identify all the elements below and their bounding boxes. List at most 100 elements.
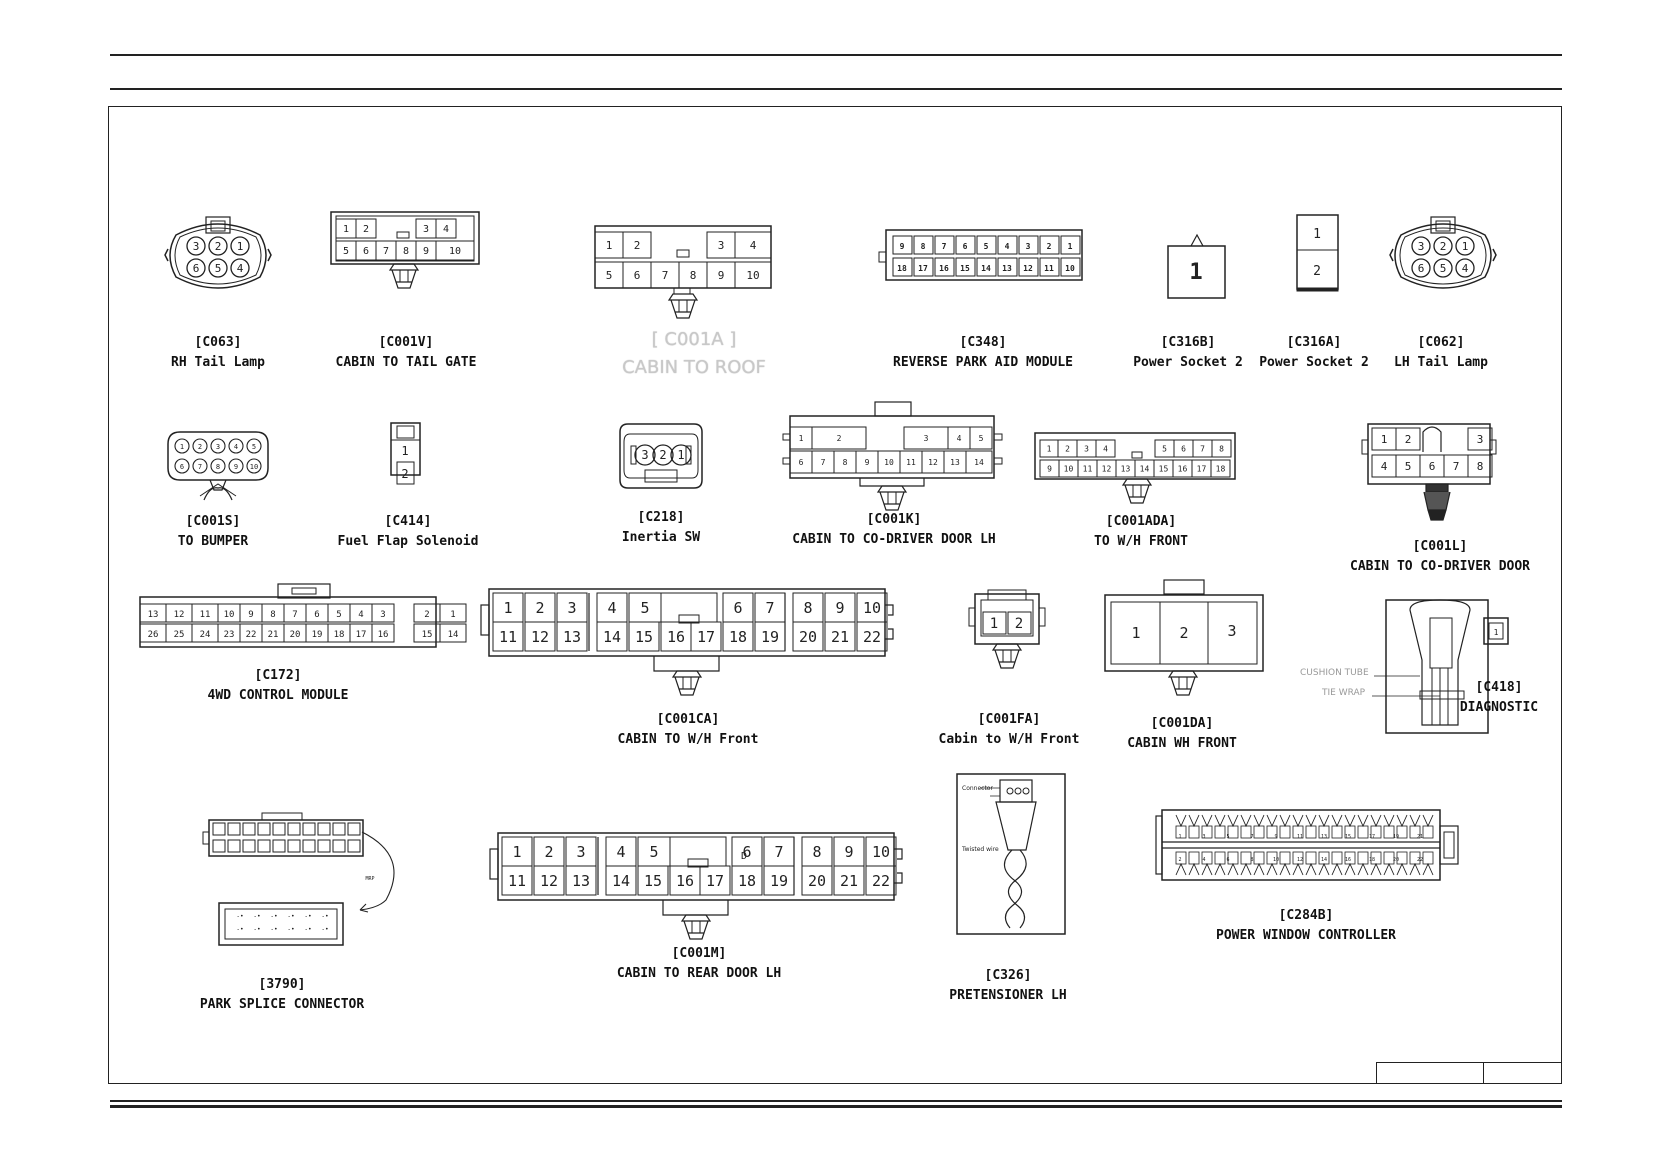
svg-text:21: 21 bbox=[268, 630, 279, 640]
svg-text:13: 13 bbox=[1121, 464, 1131, 473]
svg-text:1: 1 bbox=[606, 239, 613, 252]
svg-text:20: 20 bbox=[290, 630, 301, 640]
svg-text:4: 4 bbox=[1202, 857, 1205, 863]
svg-text:2: 2 bbox=[1178, 857, 1181, 863]
c172-connector: 1326122511241023922821720619518417316215… bbox=[139, 583, 467, 648]
svg-text:14: 14 bbox=[448, 630, 459, 640]
svg-text:6: 6 bbox=[1226, 857, 1229, 863]
svg-text:15: 15 bbox=[422, 630, 433, 640]
svg-text:22: 22 bbox=[872, 872, 890, 890]
svg-text:6: 6 bbox=[180, 463, 184, 471]
label-c218: [C218]Inertia SW bbox=[621, 510, 701, 545]
svg-text:14: 14 bbox=[603, 628, 621, 646]
svg-text:12: 12 bbox=[540, 872, 558, 890]
svg-text:20: 20 bbox=[1393, 857, 1399, 863]
svg-text:-•: -• bbox=[236, 913, 243, 920]
svg-text:7: 7 bbox=[1250, 834, 1253, 840]
svg-text:10: 10 bbox=[1273, 857, 1279, 863]
label-c001s: [C001S]TO BUMPER bbox=[177, 514, 249, 549]
svg-text:11: 11 bbox=[1297, 834, 1303, 840]
svg-text:21: 21 bbox=[831, 628, 849, 646]
svg-text:4: 4 bbox=[443, 224, 449, 235]
svg-text:17: 17 bbox=[1369, 834, 1375, 840]
svg-text:22: 22 bbox=[246, 630, 257, 640]
svg-text:5: 5 bbox=[640, 599, 649, 617]
svg-text:9: 9 bbox=[1047, 464, 1052, 473]
svg-text:22: 22 bbox=[1417, 857, 1423, 863]
svg-text:14: 14 bbox=[981, 264, 991, 273]
svg-text:10: 10 bbox=[863, 599, 881, 617]
svg-text:8: 8 bbox=[690, 269, 697, 282]
svg-text:1: 1 bbox=[450, 610, 455, 620]
svg-text:25: 25 bbox=[174, 630, 185, 640]
svg-text:3: 3 bbox=[641, 448, 648, 462]
svg-text:1: 1 bbox=[677, 448, 684, 462]
c418-diagnostic: 1 bbox=[1372, 599, 1509, 734]
svg-text:7: 7 bbox=[821, 458, 826, 467]
c316a-connector: 12 bbox=[1296, 214, 1339, 292]
svg-text:17: 17 bbox=[706, 872, 724, 890]
svg-text:17: 17 bbox=[356, 630, 367, 640]
svg-text:-•: -• bbox=[287, 926, 294, 933]
svg-text:7: 7 bbox=[942, 242, 947, 251]
svg-text:21: 21 bbox=[1417, 834, 1423, 840]
svg-text:7: 7 bbox=[662, 269, 669, 282]
svg-text:1: 1 bbox=[503, 599, 512, 617]
svg-text:8: 8 bbox=[403, 246, 409, 257]
connector-note: Connector bbox=[962, 785, 993, 792]
label-c316a: [C316A]Power Socket 2 bbox=[1259, 335, 1369, 370]
svg-text:12: 12 bbox=[928, 458, 938, 467]
svg-text:2: 2 bbox=[1015, 616, 1023, 632]
label-c063: [C063]RH Tail Lamp bbox=[171, 335, 265, 370]
svg-text:2: 2 bbox=[659, 448, 666, 462]
svg-text:15: 15 bbox=[644, 872, 662, 890]
svg-text:6: 6 bbox=[1429, 460, 1436, 473]
svg-text:9: 9 bbox=[835, 599, 844, 617]
svg-text:6: 6 bbox=[742, 843, 751, 861]
svg-text:18: 18 bbox=[729, 628, 747, 646]
svg-text:3: 3 bbox=[924, 434, 929, 443]
svg-text:-•: -• bbox=[304, 913, 311, 920]
svg-text:1: 1 bbox=[1047, 444, 1052, 453]
svg-text:14: 14 bbox=[1140, 464, 1150, 473]
svg-text:3: 3 bbox=[1227, 622, 1236, 640]
label-c001v: [C001V]CABIN TO TAIL GATE bbox=[335, 335, 477, 370]
svg-text:2: 2 bbox=[1405, 433, 1412, 446]
svg-text:1: 1 bbox=[401, 444, 408, 458]
svg-text:9: 9 bbox=[718, 269, 725, 282]
svg-text:16: 16 bbox=[1178, 464, 1188, 473]
label-c001a: [ C001A ]CABIN TO ROOF bbox=[622, 329, 766, 378]
svg-text:4: 4 bbox=[957, 434, 962, 443]
svg-text:8: 8 bbox=[270, 610, 275, 620]
svg-text:8: 8 bbox=[1219, 444, 1224, 453]
svg-text:-•: -• bbox=[253, 926, 260, 933]
svg-text:4: 4 bbox=[1462, 262, 1469, 275]
svg-text:3: 3 bbox=[193, 240, 200, 253]
svg-text:9: 9 bbox=[234, 463, 238, 471]
svg-text:13: 13 bbox=[1321, 834, 1327, 840]
svg-text:12: 12 bbox=[531, 628, 549, 646]
svg-text:6: 6 bbox=[634, 269, 641, 282]
svg-text:6: 6 bbox=[363, 246, 369, 257]
svg-text:1: 1 bbox=[1189, 260, 1202, 285]
label-c001m: [C001M]CABIN TO REAR DOOR LH bbox=[616, 946, 782, 981]
svg-text:6: 6 bbox=[963, 242, 968, 251]
svg-text:6: 6 bbox=[733, 599, 742, 617]
svg-text:5: 5 bbox=[984, 242, 989, 251]
label-c001l: [C001L]CABIN TO CO-DRIVER DOOR bbox=[1349, 539, 1531, 574]
svg-text:-•: -• bbox=[321, 913, 328, 920]
label-c001ca: [C001CA]CABIN TO W/H Front bbox=[617, 712, 759, 747]
svg-text:15: 15 bbox=[960, 264, 970, 273]
svg-text:19: 19 bbox=[312, 630, 323, 640]
svg-text:16: 16 bbox=[378, 630, 389, 640]
svg-text:5: 5 bbox=[215, 262, 222, 275]
svg-text:4: 4 bbox=[1005, 242, 1010, 251]
svg-text:16: 16 bbox=[1345, 857, 1351, 863]
bottom-rule bbox=[110, 1100, 1562, 1102]
title-block bbox=[1376, 1062, 1562, 1084]
cushion-tube-note: CUSHION TUBE bbox=[1300, 668, 1369, 678]
svg-text:14: 14 bbox=[974, 458, 984, 467]
